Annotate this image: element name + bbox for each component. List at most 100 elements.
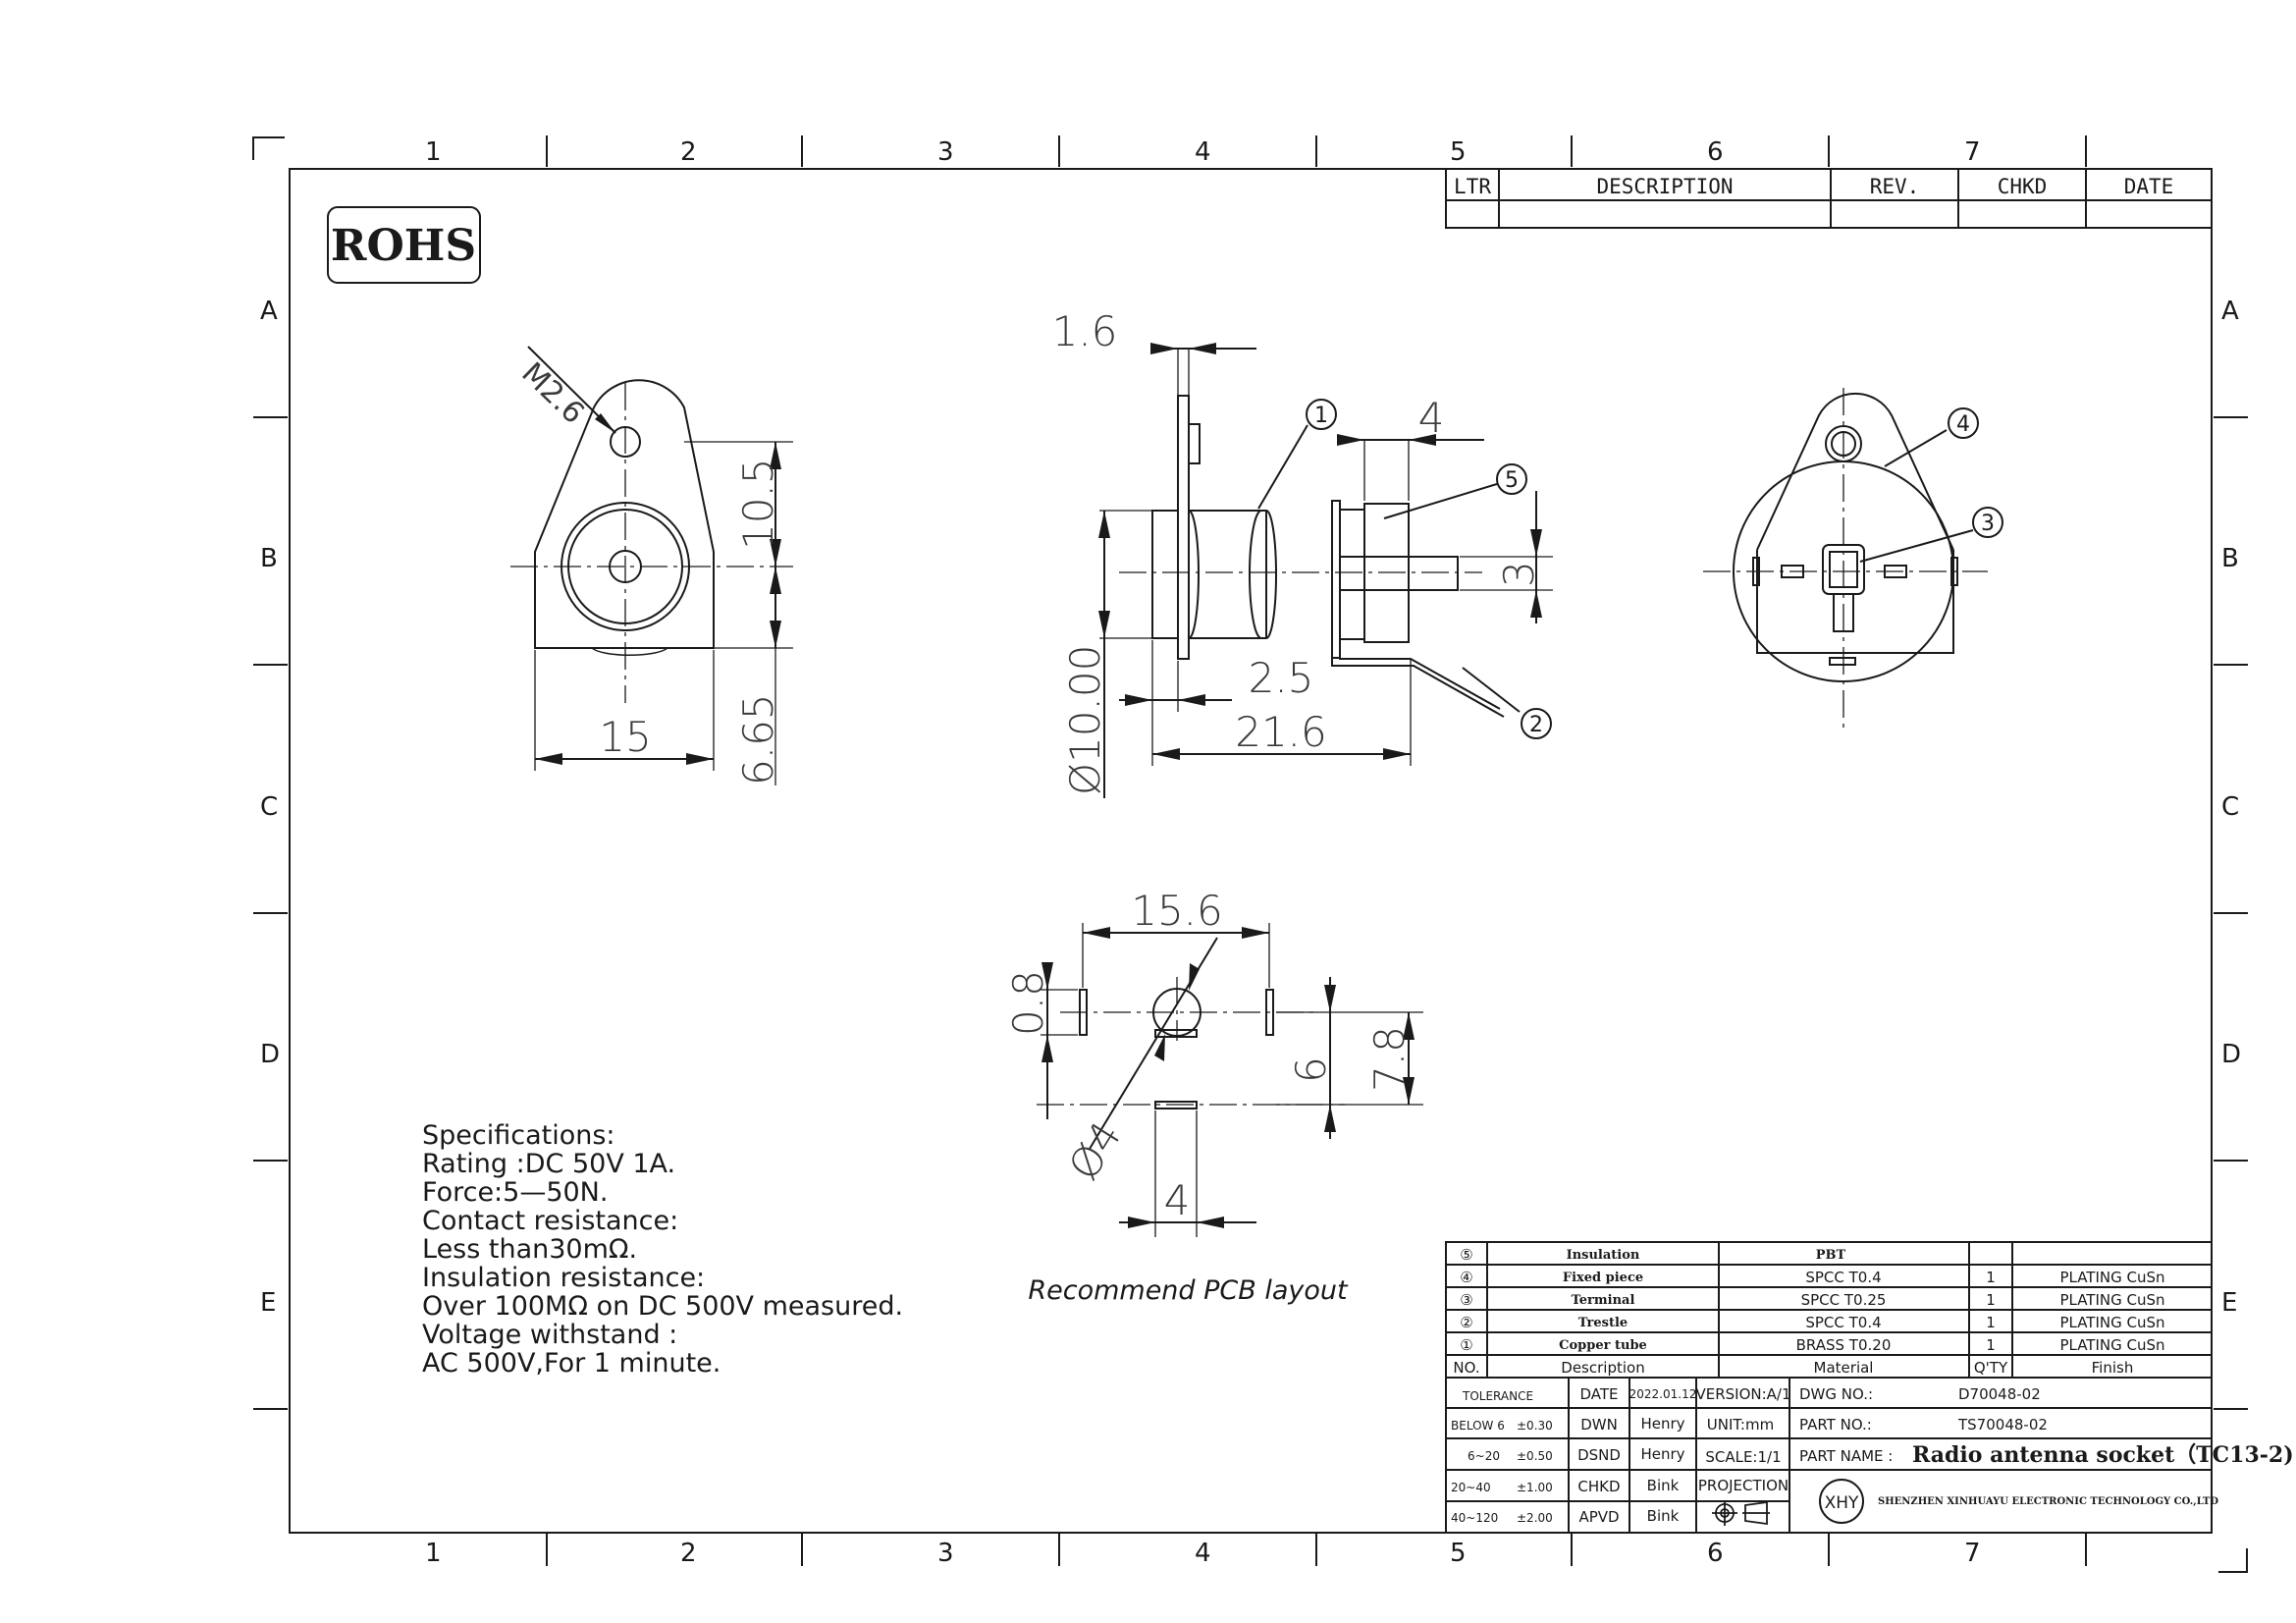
bom-row-1-finish: PLATING CuSn xyxy=(2059,1336,2164,1354)
bom-table xyxy=(1445,1241,2213,1379)
zone-label-bottom-5: 5 xyxy=(1450,1539,1467,1568)
tolerance-range: 40~120 xyxy=(1451,1511,1498,1525)
corner-mark-bottom-right xyxy=(2218,1548,2248,1573)
bom-row-4-no: ④ xyxy=(1460,1269,1472,1286)
spec-line: Less than30mΩ. xyxy=(422,1234,637,1265)
date-label: DATE xyxy=(1579,1385,1618,1403)
dim-front-height-lower: 6.65 xyxy=(734,693,782,785)
zone-label-top-1: 1 xyxy=(425,137,442,167)
part-name-label: PART NAME : xyxy=(1799,1447,1893,1465)
zone-label-bottom-4: 4 xyxy=(1195,1539,1211,1568)
dim-side-length: 21.6 xyxy=(1235,708,1327,756)
dwg-no-label: DWG NO.: xyxy=(1799,1385,1873,1403)
specifications-block: Specifications: Rating :DC 50V 1A. Force… xyxy=(422,1120,903,1379)
balloon-side-5: 5 xyxy=(1505,468,1519,493)
company-logo: XHY xyxy=(1819,1479,1864,1524)
balloon-rear-3: 3 xyxy=(1981,512,1995,536)
dim-front-width: 15 xyxy=(599,713,651,761)
bom-row-1-description: Copper tube xyxy=(1559,1338,1647,1353)
bom-header-material: Material xyxy=(1814,1359,1874,1377)
bom-row-4-finish: PLATING CuSn xyxy=(2059,1269,2164,1286)
spec-line: Insulation resistance: xyxy=(422,1263,705,1293)
bom-row-5-no: ⑤ xyxy=(1460,1246,1472,1264)
dim-side-diameter: Ø10.00 xyxy=(1061,645,1109,795)
dim-side-offset: 2.5 xyxy=(1249,654,1314,702)
bom-row-3-no: ③ xyxy=(1460,1291,1472,1309)
revision-header-date: DATE xyxy=(2124,175,2174,198)
tolerance-value: ±0.50 xyxy=(1517,1449,1553,1463)
bom-row-5-material: PBT xyxy=(1816,1248,1846,1263)
balloon-side-2: 2 xyxy=(1529,713,1543,737)
revision-header-description: DESCRIPTION xyxy=(1596,175,1733,198)
signoff-role-dsnd: DSND xyxy=(1577,1446,1621,1464)
dwg-no-value: D70048-02 xyxy=(1958,1385,2041,1403)
tolerance-value: ±0.30 xyxy=(1517,1419,1553,1433)
zone-label-top-6: 6 xyxy=(1707,137,1724,167)
scale-label: SCALE:1/1 xyxy=(1705,1448,1781,1466)
top-zone-ticks xyxy=(546,135,2087,167)
tolerance-range: 6~20 xyxy=(1468,1449,1500,1463)
left-zone-ticks xyxy=(253,416,288,1410)
bom-row-5-description: Insulation xyxy=(1567,1248,1640,1263)
balloon-side-1: 1 xyxy=(1314,404,1328,428)
spec-line: Force:5—50N. xyxy=(422,1177,608,1208)
revision-header-chkd: CHKD xyxy=(1998,175,2048,198)
dim-side-terminal-width: 4 xyxy=(1418,394,1445,442)
revision-header-ltr: LTR xyxy=(1454,175,1491,198)
part-no-value: TS70048-02 xyxy=(1957,1416,2048,1434)
zone-label-top-3: 3 xyxy=(937,137,954,167)
signoff-name-dwn: Henry xyxy=(1640,1415,1684,1433)
zone-label-right-D: D xyxy=(2221,1040,2241,1069)
zone-label-bottom-7: 7 xyxy=(1964,1539,1981,1568)
bom-header-qty: Q'TY xyxy=(1974,1359,2008,1377)
part-no-label: PART NO.: xyxy=(1799,1416,1872,1434)
dim-pcb-total-offset: 7.8 xyxy=(1365,1026,1414,1092)
dim-pcb-center-pad: 4 xyxy=(1164,1176,1191,1224)
tolerance-range: BELOW 6 xyxy=(1451,1419,1505,1433)
rohs-label: ROHS xyxy=(331,221,476,271)
front-view xyxy=(510,346,793,785)
bom-header-description: Description xyxy=(1561,1359,1644,1377)
bom-header-no: NO. xyxy=(1453,1359,1479,1377)
bom-row-2-description: Trestle xyxy=(1578,1316,1628,1330)
zone-label-bottom-2: 2 xyxy=(680,1539,697,1568)
zone-label-left-D: D xyxy=(260,1040,280,1069)
dim-pcb-slot-width: 0.8 xyxy=(1004,970,1052,1036)
company-name: SHENZHEN XINHUAYU ELECTRONIC TECHNOLOGY … xyxy=(1878,1496,2218,1507)
spec-line: Specifications: xyxy=(422,1120,615,1151)
zone-label-left-B: B xyxy=(260,544,278,573)
zone-label-right-E: E xyxy=(2221,1288,2237,1318)
unit-label: UNIT:mm xyxy=(1707,1416,1774,1434)
revision-table xyxy=(1445,168,2213,229)
tolerance-label: TOLERANCE xyxy=(1462,1389,1533,1403)
zone-label-right-C: C xyxy=(2221,792,2239,822)
bom-row-1-material: BRASS T0.20 xyxy=(1796,1336,1892,1354)
zone-label-left-A: A xyxy=(260,297,278,326)
dim-side-flange: 1.6 xyxy=(1052,307,1118,355)
dim-pcb-hole: Ø4 xyxy=(1059,1113,1131,1189)
bom-row-3-description: Terminal xyxy=(1572,1293,1635,1308)
bom-row-3-material: SPCC T0.25 xyxy=(1801,1291,1887,1309)
corner-mark-top-left xyxy=(252,136,285,160)
rohs-badge: ROHS xyxy=(327,206,481,284)
version-label: VERSION:A/1 xyxy=(1695,1385,1790,1403)
drawing-frame xyxy=(289,168,2213,1534)
tolerance-range: 20~40 xyxy=(1451,1481,1491,1494)
spec-line: Voltage withstand : xyxy=(422,1320,677,1350)
dim-side-pin: 3 xyxy=(1495,561,1543,587)
zone-label-top-5: 5 xyxy=(1450,137,1467,167)
bom-row-2-no: ② xyxy=(1460,1314,1472,1331)
spec-line: Contact resistance: xyxy=(422,1206,678,1236)
spec-line: Rating :DC 50V 1A. xyxy=(422,1149,675,1179)
revision-header-rev: REV. xyxy=(1870,175,1920,198)
zone-label-top-2: 2 xyxy=(680,137,697,167)
zone-label-bottom-3: 3 xyxy=(937,1539,954,1568)
signoff-role-apvd: APVD xyxy=(1578,1508,1619,1526)
company-logo-text: XHY xyxy=(1825,1493,1859,1513)
bom-row-4-material: SPCC T0.4 xyxy=(1805,1269,1881,1286)
projection-symbol-icon xyxy=(1712,1500,1770,1526)
signoff-name-dsnd: Henry xyxy=(1640,1445,1684,1463)
zone-label-left-C: C xyxy=(260,792,278,822)
bom-row-1-no: ① xyxy=(1460,1336,1472,1354)
